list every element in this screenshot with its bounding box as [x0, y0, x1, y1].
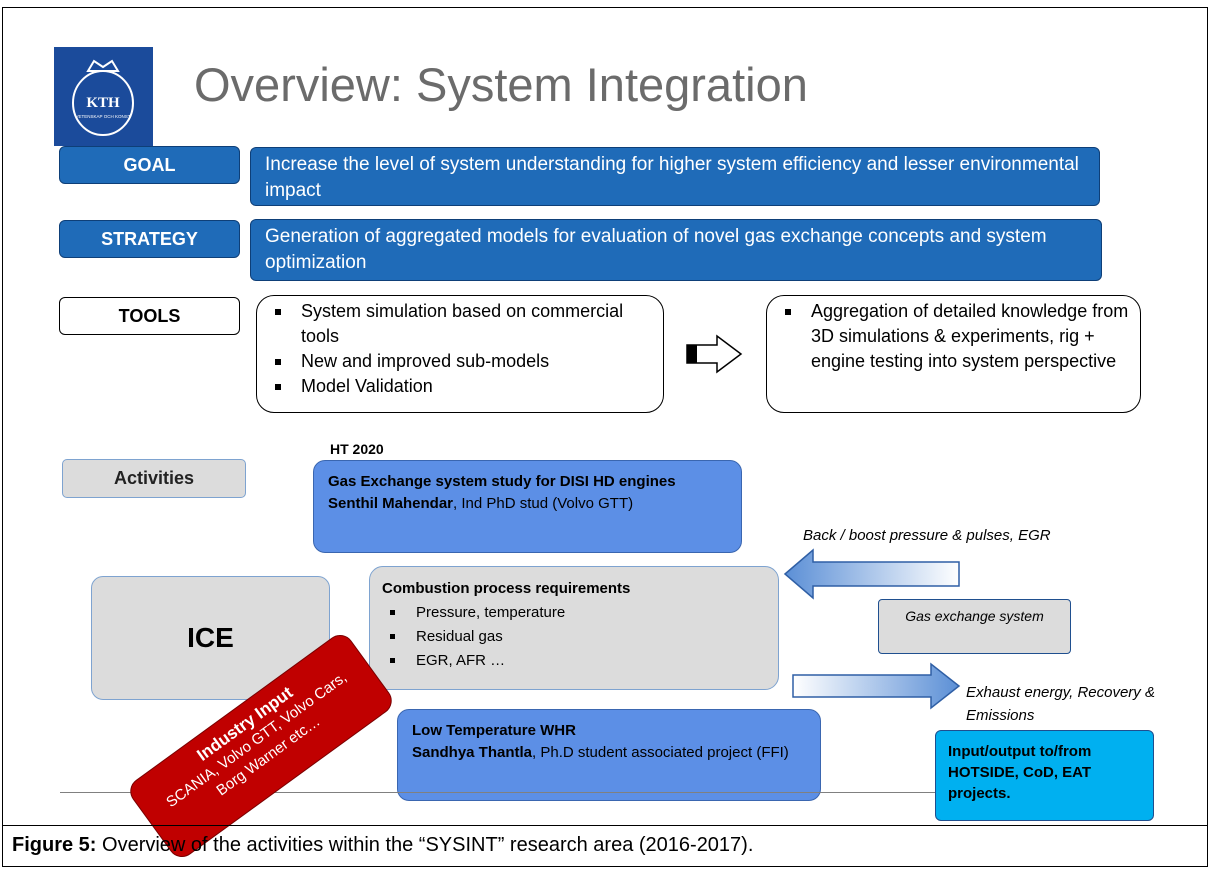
exhaust-label: Exhaust energy, Recovery & Emissions	[966, 684, 1155, 724]
tools-left-box: System simulation based on commercial to…	[256, 295, 664, 413]
divider-line	[60, 792, 935, 793]
figure-caption: Figure 5: Overview of the activities wit…	[12, 834, 753, 857]
combustion-title: Combustion process requirements	[382, 580, 631, 597]
slide-title: Overview: System Integration	[194, 58, 808, 111]
exhaust-arrow-icon	[792, 662, 961, 710]
activities-label: Activities	[62, 459, 246, 498]
low-temp-whr-box: Low Temperature WHR Sandhya Thantla, Ph.…	[397, 709, 821, 801]
combustion-item: Residual gas	[382, 625, 766, 649]
right-arrow-icon	[686, 334, 743, 374]
combustion-item: Pressure, temperature	[382, 601, 766, 625]
whr-role: , Ph.D student associated project (FFI)	[532, 744, 789, 761]
goal-text: Increase the level of system understandi…	[250, 147, 1100, 206]
caption-text: Overview of the activities within the “S…	[96, 834, 754, 856]
tools-item: System simulation based on commercial to…	[267, 299, 653, 349]
gas-exchange-system-box: Gas exchange system	[878, 599, 1071, 654]
gas-study-person: Senthil Mahendar	[328, 495, 454, 512]
tools-right-box: Aggregation of detailed knowledge from 3…	[766, 295, 1141, 413]
combustion-box: Combustion process requirements Pressure…	[369, 566, 779, 690]
left-arrow-icon	[783, 548, 960, 600]
kth-logo: KTH VETENSKAP OCH KONST	[54, 47, 153, 146]
whr-title: Low Temperature WHR	[412, 722, 576, 739]
kth-crest-icon: KTH VETENSKAP OCH KONST	[54, 47, 153, 146]
back-pressure-label: Back / boost pressure & pulses, EGR	[803, 527, 1051, 544]
tools-item: New and improved sub-models	[267, 349, 653, 374]
goal-label: GOAL	[59, 146, 240, 184]
tools-label: TOOLS	[59, 297, 240, 335]
tools-item: Model Validation	[267, 374, 653, 399]
input-output-box: Input/output to/from HOTSIDE, CoD, EAT p…	[935, 730, 1154, 821]
caption-label: Figure 5:	[12, 834, 97, 856]
gas-study-title: Gas Exchange system study for DISI HD en…	[328, 473, 676, 490]
svg-text:VETENSKAP OCH KONST: VETENSKAP OCH KONST	[76, 114, 131, 119]
figure-frame	[2, 7, 1208, 867]
tools-item: Aggregation of detailed knowledge from 3…	[777, 299, 1130, 374]
activity-period: HT 2020	[330, 441, 384, 457]
strategy-text: Generation of aggregated models for eval…	[250, 219, 1102, 281]
gas-exchange-study-box: Gas Exchange system study for DISI HD en…	[313, 460, 742, 553]
strategy-label: STRATEGY	[59, 220, 240, 258]
combustion-item: EGR, AFR …	[382, 649, 766, 673]
whr-person: Sandhya Thantla	[412, 744, 533, 761]
svg-text:KTH: KTH	[86, 95, 120, 111]
gas-study-role: , Ind PhD stud (Volvo GTT)	[453, 495, 634, 512]
caption-divider	[2, 825, 1208, 826]
